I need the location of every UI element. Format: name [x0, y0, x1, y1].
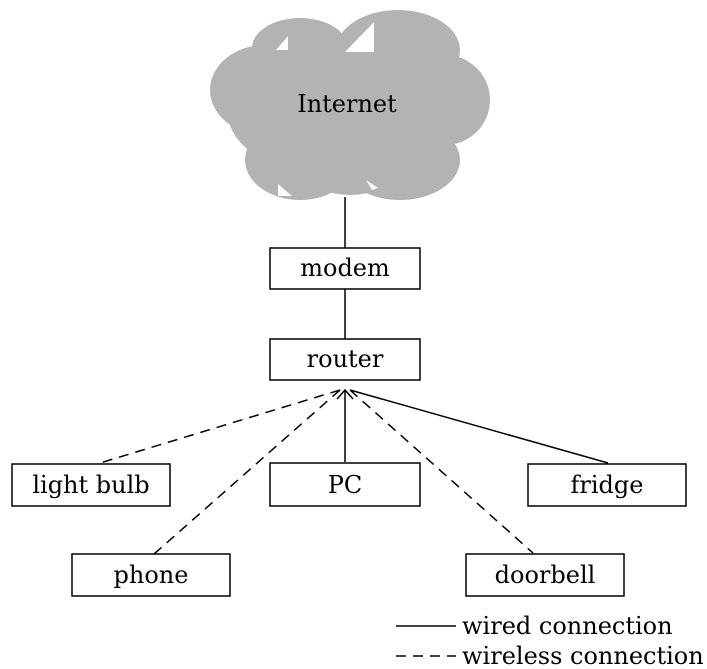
- wireless-line-router-doorbell: [349, 389, 534, 554]
- wired-line-router-fridge: [349, 389, 609, 464]
- node-fridge: fridge: [527, 463, 687, 507]
- legend-wireless-label: wireless connection: [462, 642, 704, 669]
- router-arrowhead: [336, 388, 354, 400]
- node-router: router: [269, 338, 421, 381]
- modem-label: modem: [300, 254, 390, 282]
- legend: wired connection wireless connection: [396, 612, 704, 669]
- fridge-label: fridge: [571, 471, 644, 499]
- node-light-bulb: light bulb: [11, 463, 171, 507]
- node-pc: PC: [269, 462, 421, 507]
- wireless-line-router-lightbulb: [99, 389, 341, 464]
- wireless-line-router-phone: [153, 389, 341, 555]
- node-doorbell: doorbell: [465, 553, 625, 597]
- phone-label: phone: [114, 561, 189, 589]
- legend-wired-label: wired connection: [462, 612, 673, 640]
- router-label: router: [307, 345, 384, 373]
- connections: [99, 197, 609, 555]
- light-bulb-label: light bulb: [32, 471, 149, 499]
- doorbell-label: doorbell: [495, 561, 596, 589]
- internet-cloud: Internet: [210, 10, 490, 200]
- node-phone: phone: [71, 553, 231, 597]
- internet-label: Internet: [297, 90, 397, 118]
- pc-label: PC: [328, 471, 363, 499]
- node-modem: modem: [269, 247, 421, 290]
